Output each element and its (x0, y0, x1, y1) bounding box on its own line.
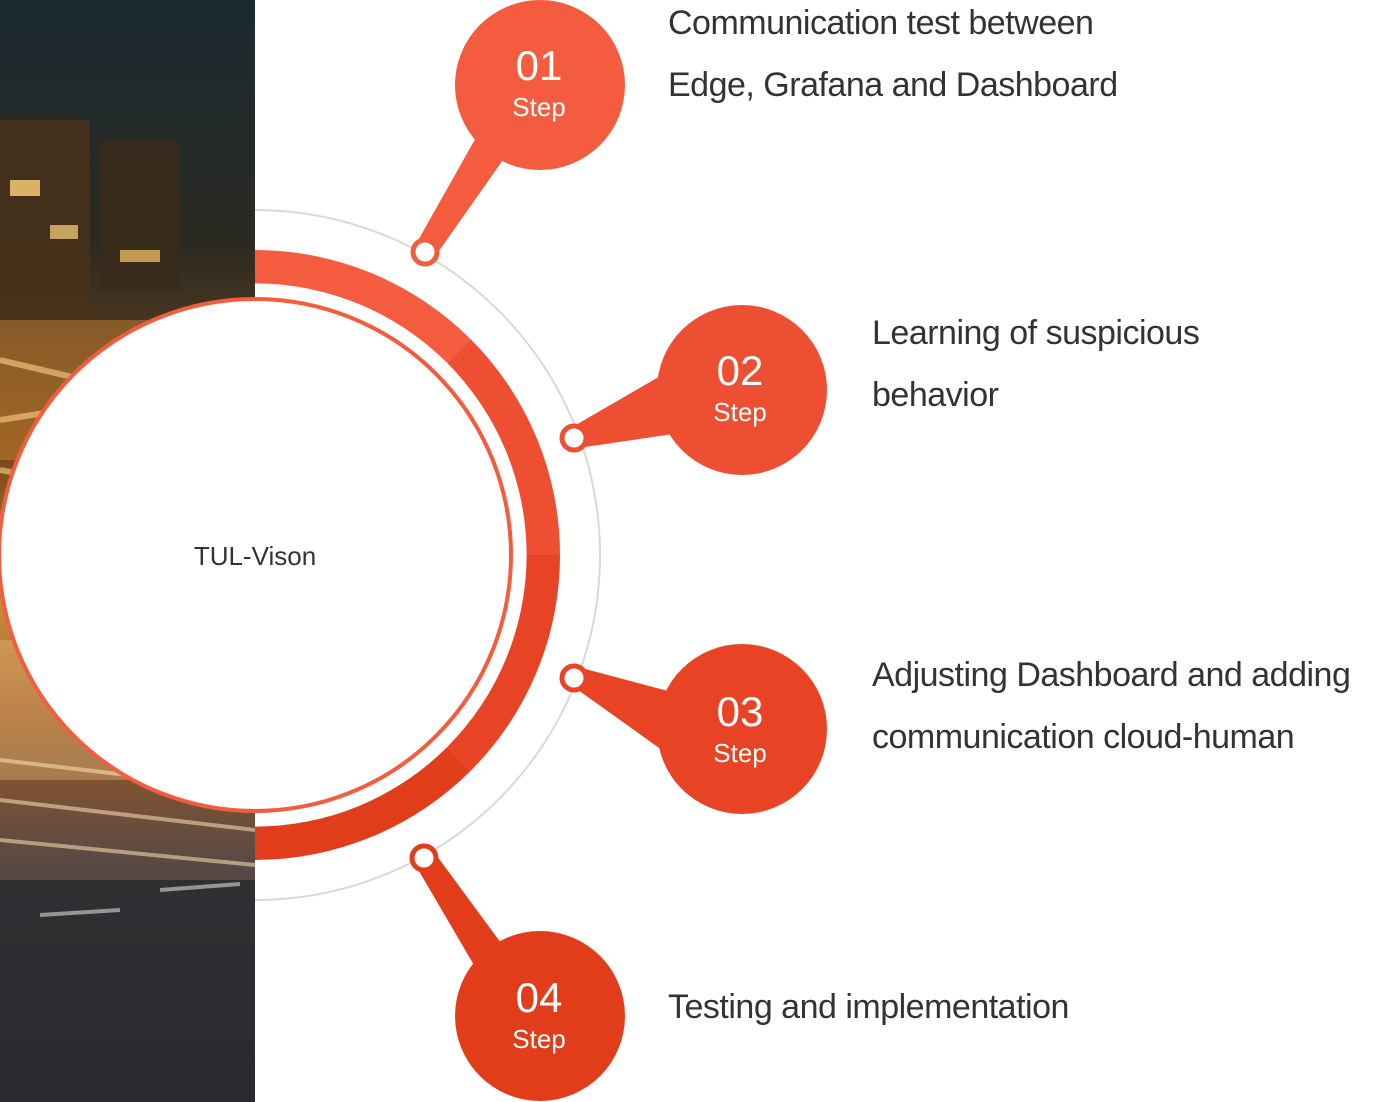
step-01-description: Communication test between Edge, Grafana… (668, 0, 1118, 116)
step-01-pin: 01 Step (410, 0, 625, 267)
step-03-node (559, 663, 589, 693)
step-04-line-1: Testing and implementation (668, 988, 1069, 1026)
step-01-line-1: Communication test between (668, 4, 1094, 42)
step-02-pin: 02 Step (559, 305, 827, 475)
ring-segment-01 (255, 250, 471, 363)
step-03-pin: 03 Step (559, 644, 827, 814)
step-02-number: 02 (717, 347, 764, 394)
step-03-number: 03 (717, 688, 764, 735)
step-04-number: 04 (516, 974, 563, 1021)
center-circle (0, 297, 513, 813)
ring-segment-03 (447, 555, 560, 771)
step-03-line-2: communication cloud-human (872, 718, 1295, 756)
step-02-word: Step (713, 397, 767, 427)
step-02-line-1: Learning of suspicious (872, 314, 1200, 352)
step-04-pin: 04 Step (409, 843, 625, 1101)
step-04-word: Step (512, 1024, 566, 1054)
ring-segment-02 (447, 339, 560, 555)
step-02-description: Learning of suspicious behavior (872, 302, 1200, 426)
center-label: TUL-Vison (194, 541, 316, 571)
step-01-number: 01 (516, 42, 563, 89)
step-02-line-2: behavior (872, 376, 999, 414)
step-01-line-2: Edge, Grafana and Dashboard (668, 66, 1118, 104)
ring-segment-04 (255, 747, 471, 860)
step-03-line-1: Adjusting Dashboard and adding (872, 656, 1351, 694)
step-03-description: Adjusting Dashboard and adding communica… (872, 644, 1351, 768)
step-01-word: Step (512, 92, 566, 122)
step-03-word: Step (713, 738, 767, 768)
step-04-description: Testing and implementation (668, 976, 1069, 1038)
step-02-node (559, 423, 589, 453)
step-01-node (410, 237, 440, 267)
step-04-node (409, 843, 439, 873)
